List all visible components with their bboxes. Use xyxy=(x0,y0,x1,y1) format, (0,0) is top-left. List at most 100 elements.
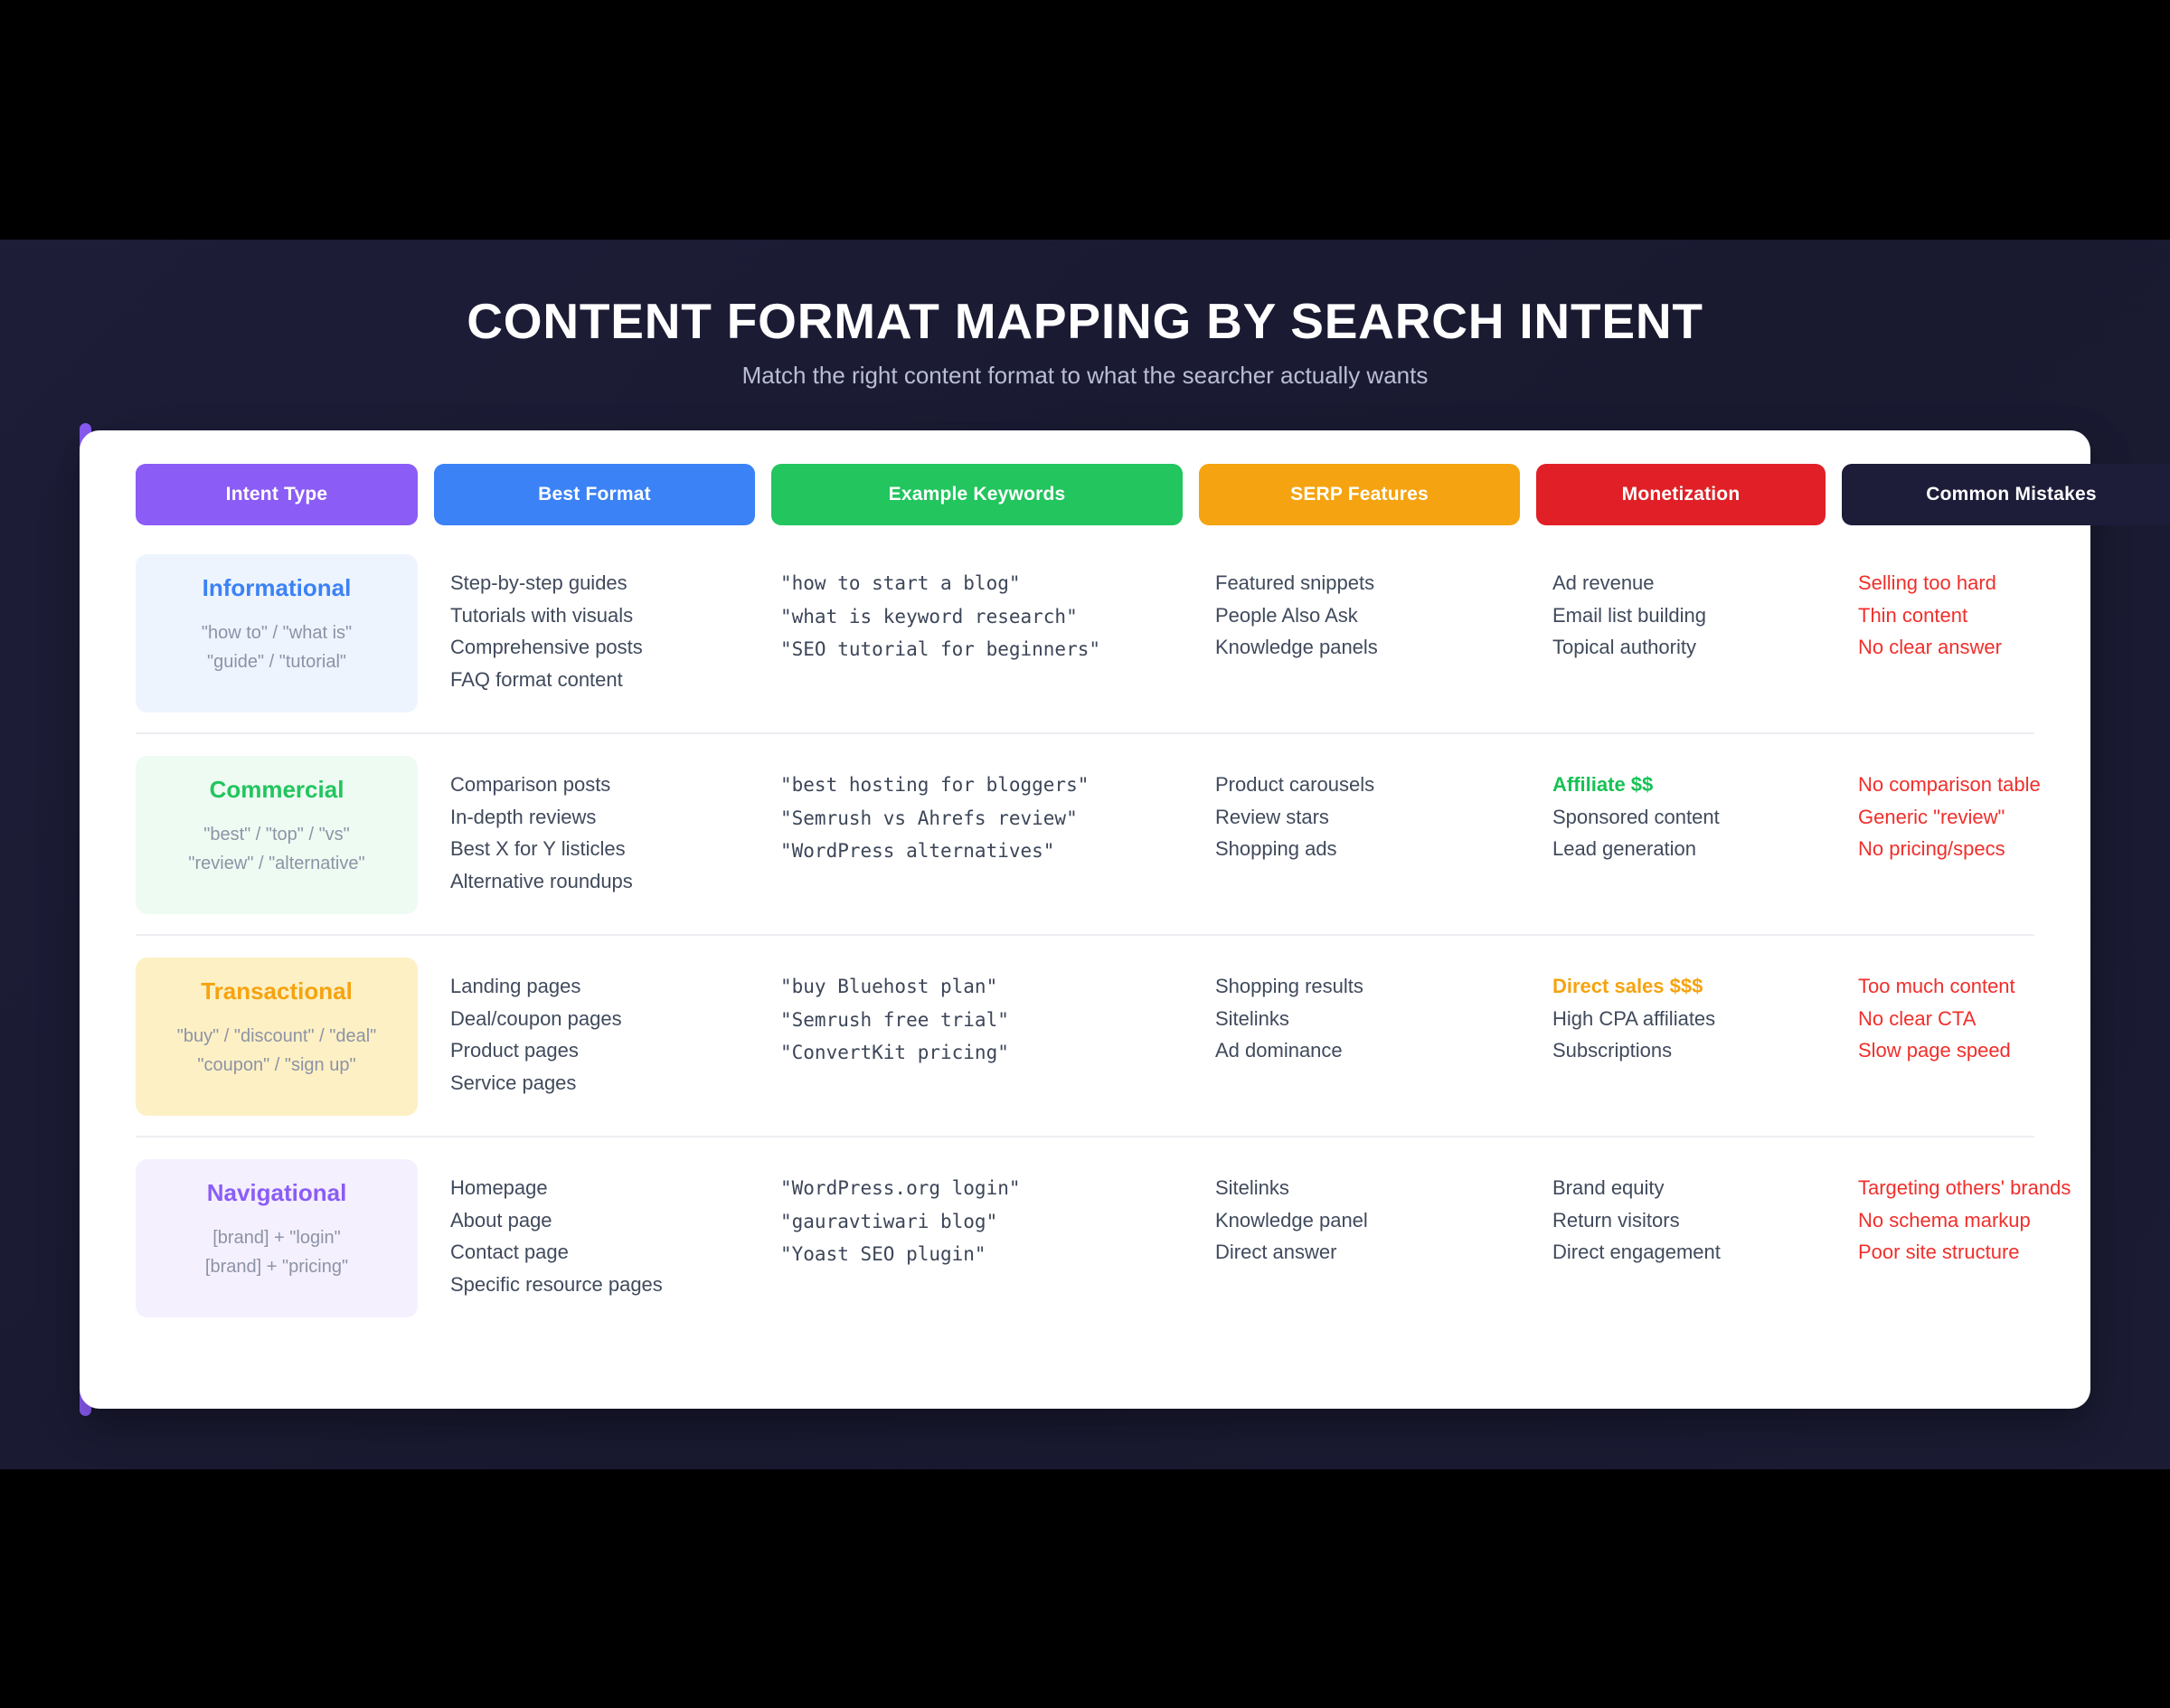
list-item: Comparison posts xyxy=(450,773,611,796)
list-item: "how to start a blog" xyxy=(780,572,1021,594)
intent-badge-commercial[interactable]: Commercial "best" / "top" / "vs" "review… xyxy=(136,756,418,914)
card-content: Intent Type Best Format Example Keywords… xyxy=(80,430,2170,1409)
list-item: Deal/coupon pages xyxy=(450,1006,622,1030)
list-item: Return visitors xyxy=(1552,1208,1680,1231)
intent-example-line: "buy" / "discount" / "deal" xyxy=(176,1026,377,1046)
best-format-list: Comparison posts In-depth reviews Best X… xyxy=(434,756,755,898)
best-format-list: Landing pages Deal/coupon pages Product … xyxy=(434,958,755,1099)
example-keywords-list: "WordPress.org login" "gauravtiwari blog… xyxy=(771,1159,1183,1271)
table-row: Navigational [brand] + "login" [brand] +… xyxy=(136,1137,2071,1337)
list-item: Best X for Y listicles xyxy=(450,837,626,861)
serp-features-list: Product carousels Review stars Shopping … xyxy=(1199,756,1520,865)
intent-examples: "how to" / "what is" "guide" / "tutorial… xyxy=(145,618,409,677)
list-item: Brand equity xyxy=(1552,1176,1665,1199)
list-item: Step-by-step guides xyxy=(450,571,627,594)
intent-label: Transactional xyxy=(201,977,353,1005)
list-item: "ConvertKit pricing" xyxy=(780,1042,1009,1064)
list-item: People Also Ask xyxy=(1215,603,1358,627)
example-keywords-list: "buy Bluehost plan" "Semrush free trial"… xyxy=(771,958,1183,1070)
list-item: Shopping results xyxy=(1215,975,1363,997)
list-item-highlight: Affiliate $$ xyxy=(1552,773,1654,796)
list-item: Comprehensive posts xyxy=(450,636,643,659)
column-header-serp-features[interactable]: SERP Features xyxy=(1199,464,1520,525)
list-item: Sponsored content xyxy=(1552,805,1720,828)
list-item: No comparison table xyxy=(1858,773,2041,796)
common-mistakes-list: Selling too hard Thin content No clear a… xyxy=(1842,554,2170,664)
letterbox-bottom xyxy=(0,1469,2170,1708)
intent-example-line: [brand] + "login" xyxy=(212,1228,341,1248)
list-item: "gauravtiwari blog" xyxy=(780,1210,998,1232)
list-item: Sitelinks xyxy=(1215,1006,1289,1030)
list-item: "what is keyword research" xyxy=(780,605,1078,628)
list-item: Landing pages xyxy=(450,975,581,997)
list-item: Direct engagement xyxy=(1552,1241,1721,1264)
common-mistakes-list: Targeting others' brands No schema marku… xyxy=(1842,1159,2170,1269)
list-item: Featured snippets xyxy=(1215,571,1375,594)
list-item: "Yoast SEO plugin" xyxy=(780,1243,986,1266)
list-item: "WordPress alternatives" xyxy=(780,840,1055,863)
intent-example-line: "coupon" / "sign up" xyxy=(197,1055,356,1076)
intent-badge-transactional[interactable]: Transactional "buy" / "discount" / "deal… xyxy=(136,958,418,1116)
column-header-intent-type[interactable]: Intent Type xyxy=(136,464,418,525)
list-item: Tutorials with visuals xyxy=(450,603,634,627)
list-item: Shopping ads xyxy=(1215,837,1337,861)
intent-example-line: [brand] + "pricing" xyxy=(204,1257,349,1278)
column-header-example-keywords[interactable]: Example Keywords xyxy=(771,464,1183,525)
list-item: No pricing/specs xyxy=(1858,837,2005,861)
intent-label: Navigational xyxy=(206,1179,347,1206)
common-mistakes-list: No comparison table Generic "review" No … xyxy=(1842,756,2170,865)
page-subtitle: Match the right content format to what t… xyxy=(741,362,1429,389)
page-title: CONTENT FORMAT MAPPING BY SEARCH INTENT xyxy=(467,293,1703,349)
list-item: Alternative roundups xyxy=(450,869,633,892)
list-item: Review stars xyxy=(1215,805,1329,828)
list-item: Lead generation xyxy=(1552,837,1697,861)
list-item: Ad dominance xyxy=(1215,1039,1343,1062)
list-item-highlight: Direct sales $$$ xyxy=(1552,975,1703,997)
list-item: Targeting others' brands xyxy=(1858,1176,2071,1199)
list-item: No clear CTA xyxy=(1858,1006,1977,1030)
column-header-monetization[interactable]: Monetization xyxy=(1536,464,1826,525)
list-item: Topical authority xyxy=(1552,636,1696,659)
list-item: Thin content xyxy=(1858,603,1968,627)
monetization-list: Ad revenue Email list building Topical a… xyxy=(1536,554,1826,664)
list-item: Slow page speed xyxy=(1858,1039,2011,1062)
list-item: Service pages xyxy=(450,1071,577,1094)
intent-mapping-card: Intent Type Best Format Example Keywords… xyxy=(80,430,2170,1409)
list-item: Direct answer xyxy=(1215,1241,1337,1264)
intent-label: Informational xyxy=(202,574,352,601)
intent-example-line: "best" / "top" / "vs" xyxy=(203,825,350,845)
list-item: FAQ format content xyxy=(450,667,623,691)
serp-features-list: Sitelinks Knowledge panel Direct answer xyxy=(1199,1159,1520,1269)
common-mistakes-list: Too much content No clear CTA Slow page … xyxy=(1842,958,2170,1067)
list-item: "SEO tutorial for beginners" xyxy=(780,638,1101,661)
intent-examples: "buy" / "discount" / "deal" "coupon" / "… xyxy=(145,1022,409,1080)
list-item: Too much content xyxy=(1858,975,2015,997)
column-header-best-format[interactable]: Best Format xyxy=(434,464,755,525)
list-item: "buy Bluehost plan" xyxy=(780,976,998,997)
list-item: No schema markup xyxy=(1858,1208,2031,1231)
list-item: Subscriptions xyxy=(1552,1039,1673,1062)
letterbox-top xyxy=(0,0,2170,240)
column-header-common-mistakes[interactable]: Common Mistakes xyxy=(1842,464,2170,525)
list-item: About page xyxy=(450,1208,552,1231)
monetization-list: Brand equity Return visitors Direct enga… xyxy=(1536,1159,1826,1269)
table-row: Commercial "best" / "top" / "vs" "review… xyxy=(136,734,2041,936)
list-item: Contact page xyxy=(450,1241,569,1264)
list-item: "best hosting for bloggers" xyxy=(780,774,1090,796)
list-item: Generic "review" xyxy=(1858,805,2005,828)
intent-badge-navigational[interactable]: Navigational [brand] + "login" [brand] +… xyxy=(136,1159,418,1317)
list-item: Selling too hard xyxy=(1858,571,1996,594)
serp-features-list: Shopping results Sitelinks Ad dominance xyxy=(1199,958,1520,1067)
intent-example-line: "how to" / "what is" xyxy=(201,623,353,643)
list-item: Sitelinks xyxy=(1215,1176,1289,1199)
list-item: Ad revenue xyxy=(1552,571,1655,594)
intent-example-line: "guide" / "tutorial" xyxy=(206,652,347,673)
best-format-list: Homepage About page Contact page Specifi… xyxy=(434,1159,755,1301)
list-item: "Semrush free trial" xyxy=(780,1008,1009,1031)
serp-features-list: Featured snippets People Also Ask Knowle… xyxy=(1199,554,1520,664)
list-item: Homepage xyxy=(450,1176,548,1199)
list-item: Email list building xyxy=(1552,603,1706,627)
intent-badge-informational[interactable]: Informational "how to" / "what is" "guid… xyxy=(136,554,418,712)
list-item: In-depth reviews xyxy=(450,805,597,828)
list-item: High CPA affiliates xyxy=(1552,1006,1716,1030)
